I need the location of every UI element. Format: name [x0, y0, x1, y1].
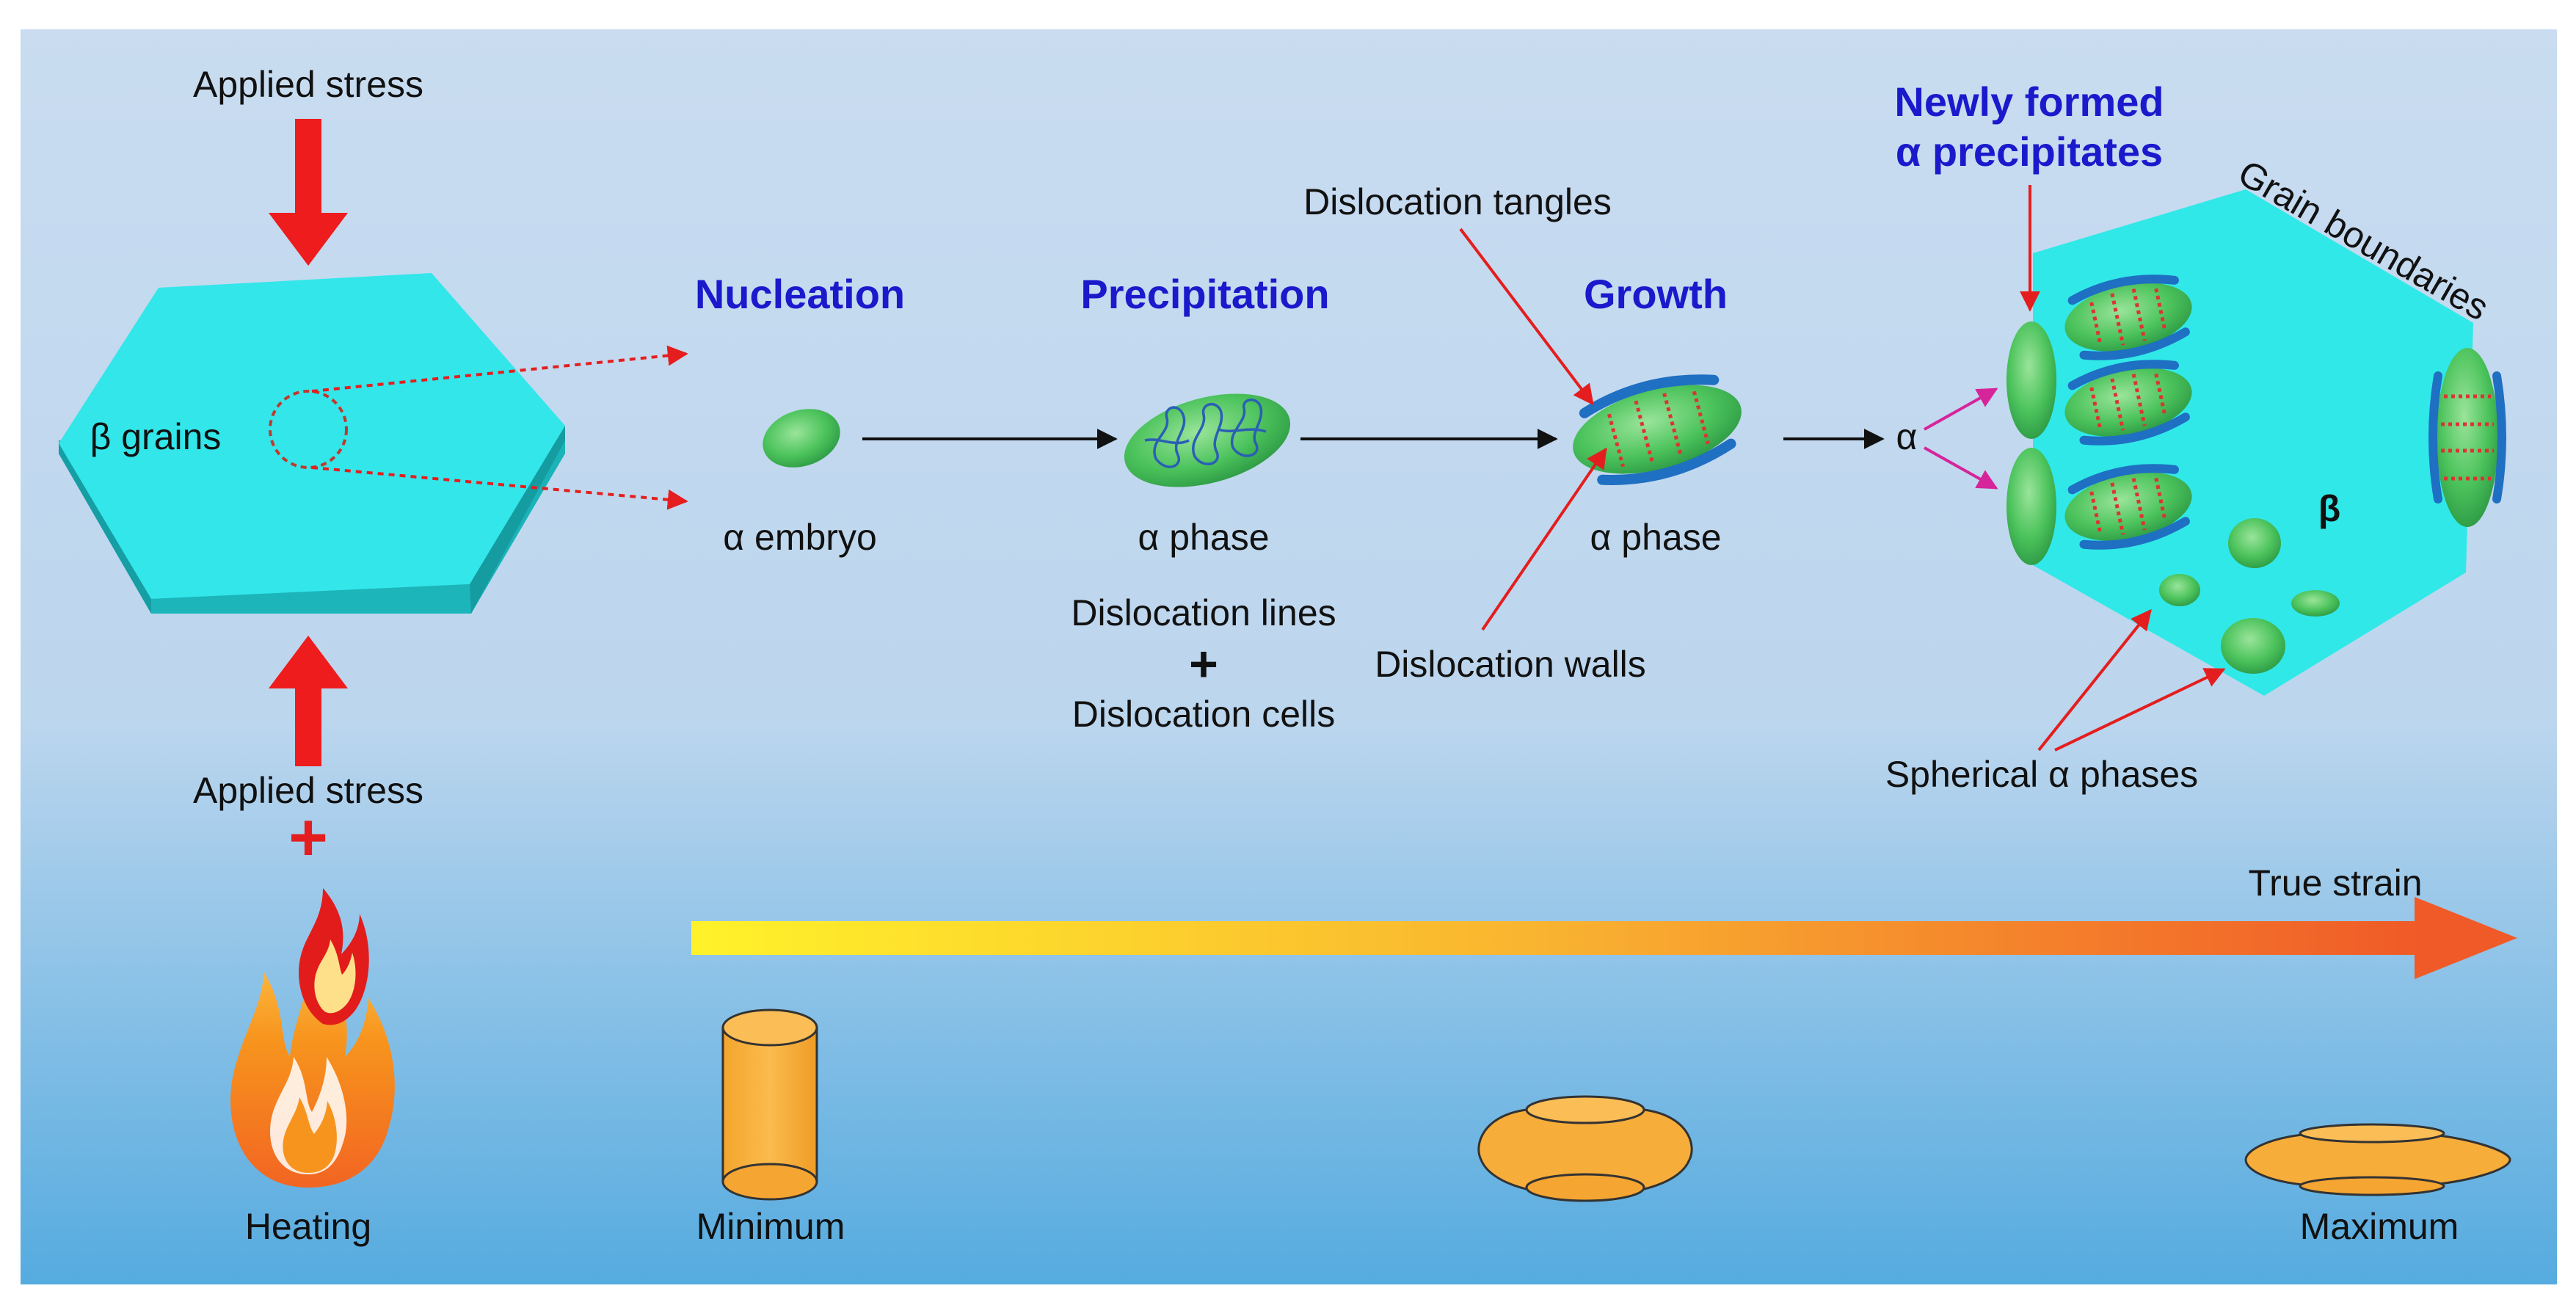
applied-stress-top-label: Applied stress: [193, 64, 423, 105]
arrow-alpha-upper: [1924, 388, 1998, 431]
sample-intermediate-strain: [1477, 1095, 1693, 1202]
sample-maximum-strain: [2244, 1123, 2511, 1196]
dislocation-lines-label: Dislocation lines: [1071, 592, 1336, 633]
beta-grain-hexagon: [59, 273, 565, 614]
true-strain-arrow: [691, 897, 2517, 979]
spherical-alpha-particles: [2159, 518, 2340, 674]
arrow-alpha-lower: [1924, 446, 1998, 490]
heating-label: Heating: [245, 1206, 371, 1247]
flame-icon: [230, 888, 395, 1188]
applied-stress-bottom-label: Applied stress: [193, 770, 423, 811]
alpha-phase-label-2: α phase: [1590, 517, 1721, 558]
true-strain-label: True strain: [2248, 862, 2422, 904]
stage-title-nucleation: Nucleation: [695, 271, 905, 317]
dislocation-walls-label: Dislocation walls: [1375, 644, 1646, 685]
beta-symbol-label: β: [2318, 488, 2341, 529]
zoom-line-bottom: [311, 466, 688, 510]
newly-formed-label-line2: α precipitates: [1896, 128, 2163, 175]
precipitate-with-walls-2: [2064, 360, 2192, 446]
alpha-symbol-label: α: [1896, 416, 1918, 457]
maximum-label: Maximum: [2300, 1206, 2459, 1247]
alpha-phase-with-dislocations: [1124, 393, 1291, 487]
zoom-line-top: [311, 345, 688, 393]
alpha-phase-label-1: α phase: [1138, 517, 1269, 558]
dislocation-tangles-label: Dislocation tangles: [1303, 181, 1612, 222]
spherical-alpha-label: Spherical α phases: [1885, 754, 2198, 795]
alpha-embryo-label: α embryo: [723, 517, 877, 558]
arrow-spherical-2: [2054, 668, 2226, 752]
arrow-spherical-1: [2037, 608, 2152, 752]
arrow-dislocation-tangles: [1459, 228, 1594, 406]
beta-grains-label: β grains: [90, 416, 222, 457]
stress-arrow-bottom: [269, 636, 348, 766]
alpha-embryo-particle: [763, 409, 840, 468]
precipitate-with-walls-1: [2064, 275, 2192, 360]
newly-formed-label-line1: Newly formed: [1894, 79, 2164, 125]
stage-title-growth: Growth: [1584, 271, 1728, 317]
minimum-label: Minimum: [696, 1206, 845, 1247]
precipitate-with-walls-3: [2064, 464, 2192, 550]
plus-sign-red: +: [288, 800, 328, 875]
stage-title-precipitation: Precipitation: [1080, 271, 1329, 317]
dislocation-cells-label: Dislocation cells: [1072, 694, 1335, 735]
alpha-phase-with-walls: [1573, 374, 1742, 485]
magnified-region-circle: [269, 390, 348, 469]
sample-minimum-strain: [721, 1008, 818, 1201]
plus-sign-black: +: [1189, 636, 1218, 692]
stress-arrow-top: [269, 119, 348, 266]
arrow-dislocation-walls: [1481, 447, 1607, 631]
